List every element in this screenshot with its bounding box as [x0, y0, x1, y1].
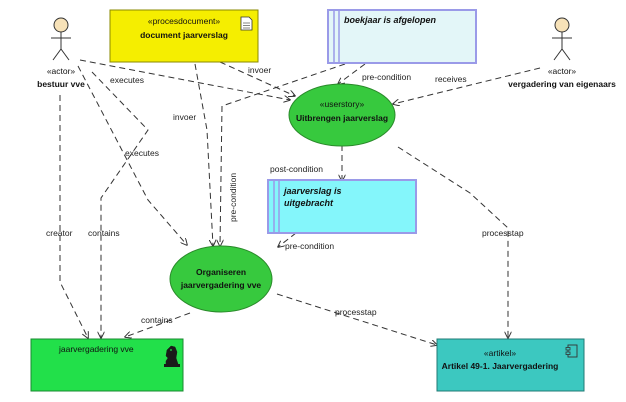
userstory-name: Uitbrengen jaarverslag: [296, 113, 388, 123]
label-contains-2: contains: [141, 315, 173, 325]
artikel-name: Artikel 49-1. Jaarvergadering: [442, 361, 559, 371]
jaarvergadering-name: jaarvergadering vve: [58, 344, 134, 354]
edge-invoer-process[interactable]: [194, 63, 213, 246]
label-postcondition: post-condition: [270, 164, 323, 174]
edge-contains-process[interactable]: [125, 312, 191, 337]
label-precondition-3: pre-condition: [285, 241, 334, 251]
edge-processtap-process[interactable]: [276, 293, 437, 345]
artikel-node[interactable]: «artikel» Artikel 49-1. Jaarvergadering: [436, 338, 585, 392]
edge-invoer-userstory[interactable]: [219, 61, 295, 96]
label-precondition-1: pre-condition: [362, 72, 411, 82]
edges: [59, 59, 541, 345]
condition-boekjaar-text: boekjaar is afgelopen: [344, 15, 437, 25]
condition-jaarverslag-uitgebracht[interactable]: jaarverslag is uitgebracht: [267, 179, 417, 234]
label-precondition-2: pre-condition: [228, 173, 238, 222]
actor-stereotype: «actor»: [47, 66, 76, 76]
condition-jaarverslag-line1: jaarverslag is: [283, 186, 342, 196]
label-executes-2: executes: [125, 148, 159, 158]
condition-jaarverslag-line2: uitgebracht: [284, 198, 334, 208]
label-creator: creator: [46, 228, 73, 238]
actor-name: vergadering van eigenaars: [508, 79, 616, 89]
edge-precondition-jaarverslag[interactable]: [278, 232, 297, 247]
artikel-stereotype: «artikel»: [484, 348, 516, 358]
jaarvergadering-vve-node[interactable]: jaarvergadering vve: [30, 338, 184, 392]
procesdocument-stereotype: «procesdocument»: [148, 16, 221, 26]
label-receives: receives: [435, 74, 467, 84]
procesdocument-name: document jaarverslag: [140, 30, 228, 40]
actor-name: bestuur vve: [37, 79, 85, 89]
process-line2: jaarvergadering vve: [180, 280, 262, 290]
document-icon: [240, 16, 253, 31]
process-organiseren-jaarvergadering[interactable]: Organiseren jaarvergadering vve: [169, 245, 273, 313]
actor-bestuur-vve[interactable]: «actor» bestuur vve: [37, 17, 85, 89]
label-executes-1: executes: [110, 75, 144, 85]
edge-executes-userstory[interactable]: [79, 59, 290, 100]
chess-knight-icon: [164, 345, 180, 367]
label-invoer-1: invoer: [248, 65, 271, 75]
actor-vergadering-van-eigenaars[interactable]: «actor» vergadering van eigenaars: [508, 17, 616, 89]
actor-stick-figure-icon: [51, 17, 71, 61]
edge-labels: executes executes invoer invoer pre-cond…: [46, 65, 524, 325]
label-contains-1: contains: [88, 228, 120, 238]
procesdocument-node[interactable]: «procesdocument» document jaarverslag: [109, 9, 259, 63]
actor-stereotype: «actor»: [548, 66, 577, 76]
actor-stick-figure-icon: [552, 17, 572, 61]
edge-creator[interactable]: [59, 95, 88, 338]
edge-precondition-boekjaar[interactable]: [338, 63, 366, 84]
edge-processtap-userstory[interactable]: [397, 146, 508, 338]
userstory-stereotype: «userstory»: [320, 99, 365, 109]
component-icon: [565, 344, 578, 358]
process-line1: Organiseren: [196, 267, 246, 277]
edge-precondition-process[interactable]: [220, 63, 346, 246]
label-invoer-2: invoer: [173, 112, 196, 122]
condition-boekjaar[interactable]: boekjaar is afgelopen: [327, 9, 477, 64]
label-processtap-2: processtap: [482, 228, 524, 238]
edge-executes-process[interactable]: [77, 65, 187, 245]
edge-contains-bestuur[interactable]: [91, 71, 149, 338]
edge-receives[interactable]: [393, 67, 541, 104]
label-processtap-1: processtap: [335, 307, 377, 317]
userstory-uitbrengen-jaarverslag[interactable]: «userstory» Uitbrengen jaarverslag: [288, 83, 396, 147]
